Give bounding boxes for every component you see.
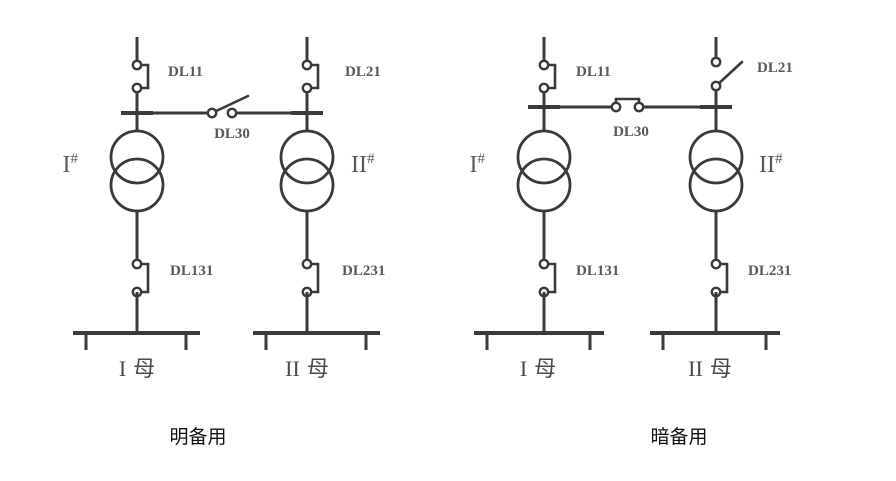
transformer-winding-secondary [279,157,335,213]
breaker-DL131[interactable] [131,258,150,298]
breaker-node-bottom [301,82,313,94]
transformer-winding-primary [688,129,744,185]
tie-breaker-label: DL30 [613,124,649,140]
transformer-label-hash: # [775,151,783,167]
breaker-label-DL21: DL21 [345,64,381,80]
breaker-label-DL131: DL131 [576,263,619,279]
breaker-label-DL131: DL131 [170,263,213,279]
breaker-DL131[interactable] [538,258,557,298]
busbar-left-feeder-2 [253,331,380,350]
tie-switch-left[interactable]: DL30 [137,94,307,142]
busbar-label: II 母 [285,356,329,381]
transformer-label: II# [759,151,783,178]
breaker-node-bottom [538,82,550,94]
transformer-symbol [516,129,572,213]
breaker-DL21[interactable] [301,59,320,94]
transformer-label-hash: # [367,151,375,167]
breaker-blade [714,60,744,88]
transformer-label: I# [470,151,486,178]
breaker-DL11[interactable] [131,59,150,94]
breaker-node-top [538,258,550,270]
tie-blade [210,94,250,115]
breaker-node-top [301,258,313,270]
busbar-right-feeder-1 [474,331,604,350]
transformer-label-hash: # [478,151,486,167]
breaker-node-bottom [710,80,722,92]
breaker-label-DL21: DL21 [757,60,793,76]
tie-breaker-label: DL30 [214,126,250,142]
busbar-label-numeral: I [520,356,527,381]
transformer-label-numeral: II [759,152,775,178]
transformer-symbol [279,129,335,213]
busbar-label-char: 母 [307,356,329,381]
transformer-winding-secondary [516,157,572,213]
transformer-symbol [109,129,165,213]
busbar-label-char: 母 [710,356,732,381]
transformer-label-numeral: II [351,152,367,178]
transformer-label-numeral: I [63,152,71,178]
busbar-label-numeral: II [285,356,300,381]
tie-node-left [206,107,218,119]
transformer-winding-primary [516,129,572,185]
breaker-node-top [538,59,550,71]
breaker-node-top [710,56,722,68]
breaker-node-top [131,59,143,71]
breaker-DL231[interactable] [301,258,320,298]
transformer-winding-primary [109,129,165,185]
breaker-DL11[interactable] [538,59,557,94]
transformer-winding-secondary [109,157,165,213]
breaker-node-top [131,258,143,270]
busbar-left-feeder-1 [73,331,200,350]
busbar-right-feeder-2 [650,331,780,350]
diagram-caption-right: 暗备用 [650,426,707,448]
breaker-node-bottom [131,82,143,94]
tie-node-left [610,101,622,113]
breaker-label-DL231: DL231 [748,263,791,279]
breaker-node-top [301,59,313,71]
transformer-winding-primary [279,129,335,185]
tie-node-right [226,107,238,119]
tie-switch-right[interactable]: DL30 [544,97,716,140]
transformer-winding-secondary [688,157,744,213]
breaker-DL21[interactable] [710,56,744,92]
diagram-caption-left: 明备用 [169,426,226,448]
transformer-symbol [688,129,744,213]
tie-node-right [633,101,645,113]
busbar-label: II 母 [688,356,732,381]
breaker-DL231[interactable] [710,258,729,298]
transformer-label: I# [63,151,79,178]
transformer-label-hash: # [71,151,79,167]
breaker-label-DL11: DL11 [168,64,203,80]
busbar-label-char: 母 [534,356,556,381]
busbar-label-char: 母 [133,356,155,381]
transformer-label: II# [351,151,375,178]
breaker-node-top [710,258,722,270]
breaker-label-DL11: DL11 [576,64,611,80]
busbar-label-numeral: I [119,356,126,381]
transformer-label-numeral: I [470,152,478,178]
breaker-label-DL231: DL231 [342,263,385,279]
busbar-label-numeral: II [688,356,703,381]
